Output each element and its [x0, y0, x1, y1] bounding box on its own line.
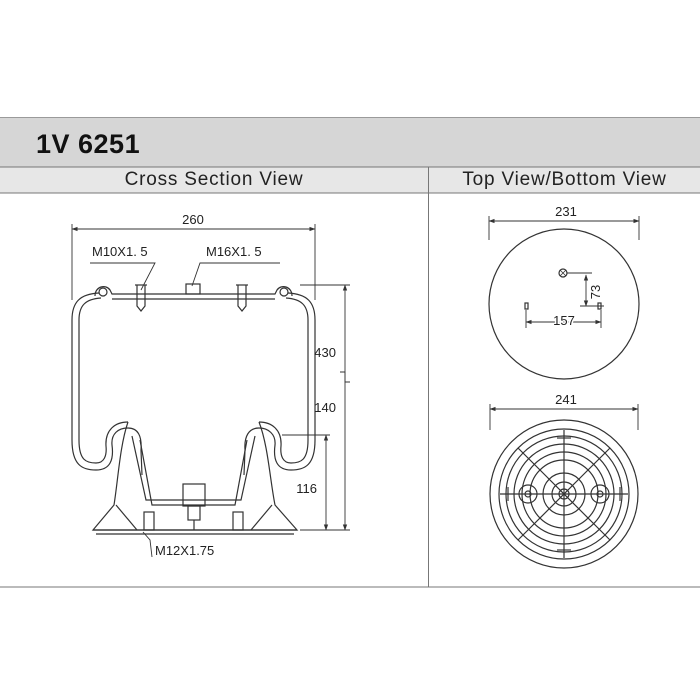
- stud-left: [136, 299, 146, 312]
- cross-section-drawing: [71, 283, 316, 535]
- bottom-view-labels: 241: [555, 392, 577, 407]
- dim-max-height: 430: [314, 345, 336, 360]
- dim-min-height: 140: [314, 400, 336, 415]
- dim-top-diameter: 231: [555, 204, 577, 219]
- bellow-inner: [78, 297, 129, 464]
- stud-right: [237, 299, 247, 312]
- cross-section-title: Cross Section View: [124, 169, 304, 190]
- cross-section-labels: 260 M10X1. 5 M16X1. 5 430 140 116 M12X1.…: [92, 212, 336, 558]
- bellow-outer-right: [243, 292, 316, 476]
- bottom-view-dimensions: [489, 404, 639, 430]
- top-view-dimensions: [488, 216, 640, 328]
- dim-thread-center: M16X1. 5: [206, 244, 262, 259]
- bottom-view-drawing: [489, 419, 639, 569]
- cross-section-header: [0, 167, 428, 193]
- dim-stud-spacing: 157: [553, 313, 575, 328]
- top-bottom-header: [429, 167, 700, 193]
- dim-overall-diameter: 260: [182, 212, 204, 227]
- title-bar: [0, 117, 700, 168]
- part-number-title: 1V 6251: [36, 129, 141, 159]
- top-view-labels: 231 157 73: [552, 204, 603, 330]
- top-view-drawing: [488, 228, 640, 380]
- dim-piston-height: 116: [296, 481, 317, 496]
- top-stud-left: [524, 302, 529, 310]
- bottom-outer-circle: [489, 419, 639, 569]
- bellow-outer: [71, 292, 143, 476]
- bottom-boss-right: [590, 484, 610, 504]
- dim-thread-left: M10X1. 5: [92, 244, 148, 259]
- bellow-inner-right: [258, 297, 309, 464]
- piston-boss: [182, 483, 206, 507]
- center-nut: [185, 283, 201, 295]
- dim-base-thread: M12X1.75: [155, 543, 214, 558]
- bottom-boss-left: [518, 484, 538, 504]
- top-bottom-title: Top View/Bottom View: [462, 169, 667, 190]
- top-plate-circle: [488, 228, 640, 380]
- dim-offset: 73: [588, 285, 603, 299]
- cross-section-dimensions: [71, 224, 350, 558]
- dim-bottom-diameter: 241: [555, 392, 577, 407]
- frame-lines: [0, 166, 700, 588]
